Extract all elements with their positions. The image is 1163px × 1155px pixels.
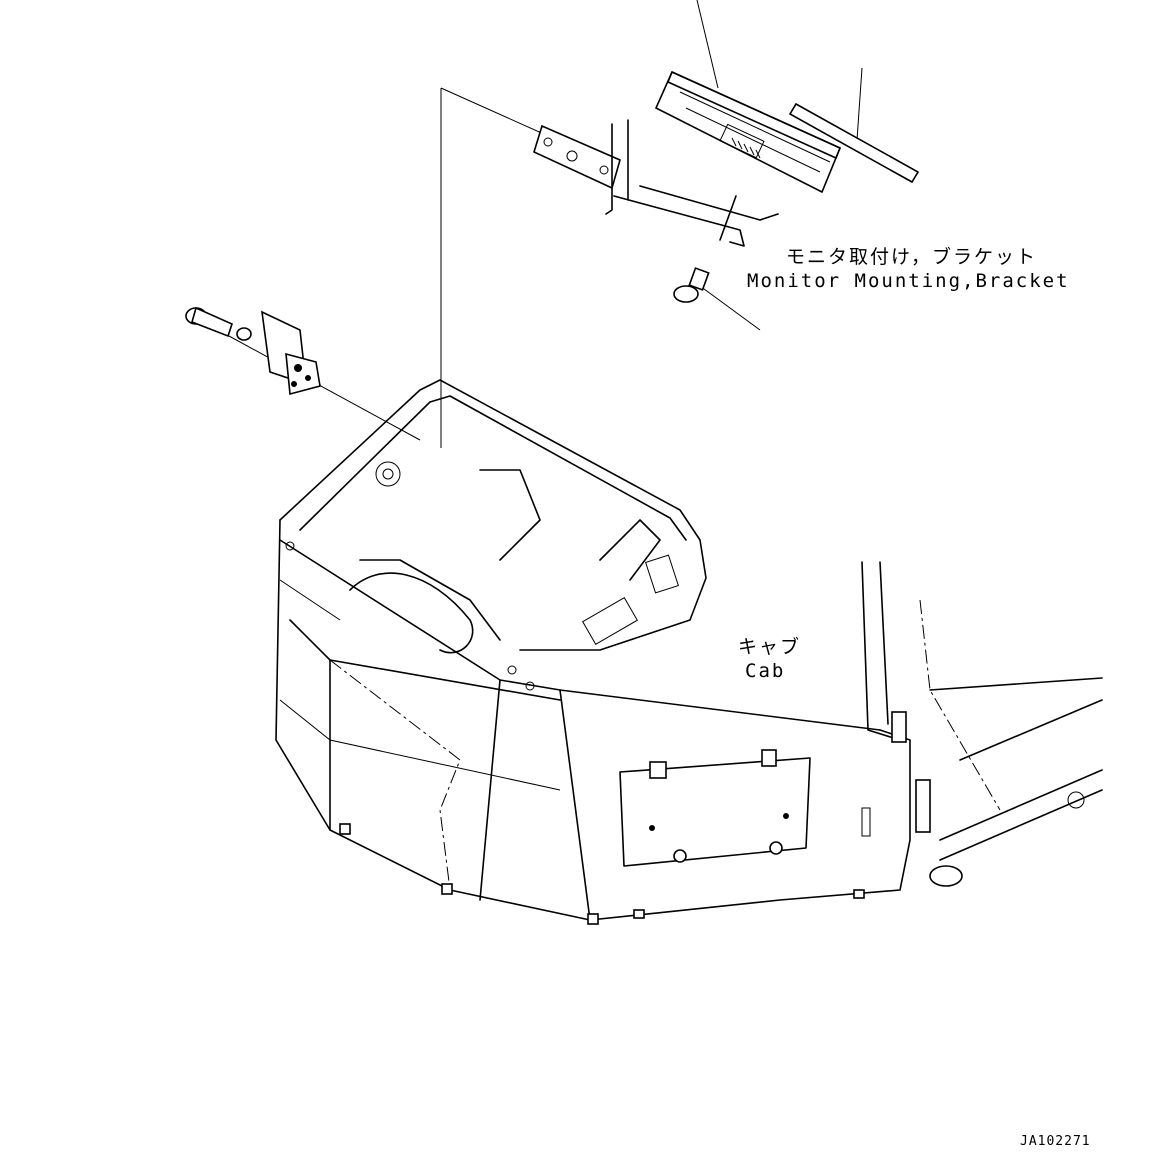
monitor-cover-strip — [788, 102, 920, 184]
side-panel — [619, 749, 871, 867]
monitor-bracket-label-en: Monitor Mounting,Bracket — [747, 270, 1070, 292]
cab-label-en: Cab — [745, 660, 786, 682]
monitor-bracket-label-jp: モニタ取付け，ブラケット — [786, 246, 1038, 268]
clamp-bolt — [185, 306, 233, 338]
monitor-unit — [654, 70, 842, 194]
clamp-washer — [236, 327, 252, 341]
mounting-screw — [673, 267, 710, 303]
monitor-connector-pins — [731, 137, 761, 159]
cab-console — [275, 379, 911, 921]
console-feet — [339, 823, 865, 925]
cab-label-jp: キャブ — [738, 636, 802, 658]
clamp-bracket — [261, 310, 321, 396]
cab-frame — [861, 561, 1103, 887]
monitor-bracket — [533, 119, 779, 247]
drawing-code: JA102271 — [1020, 1134, 1091, 1149]
